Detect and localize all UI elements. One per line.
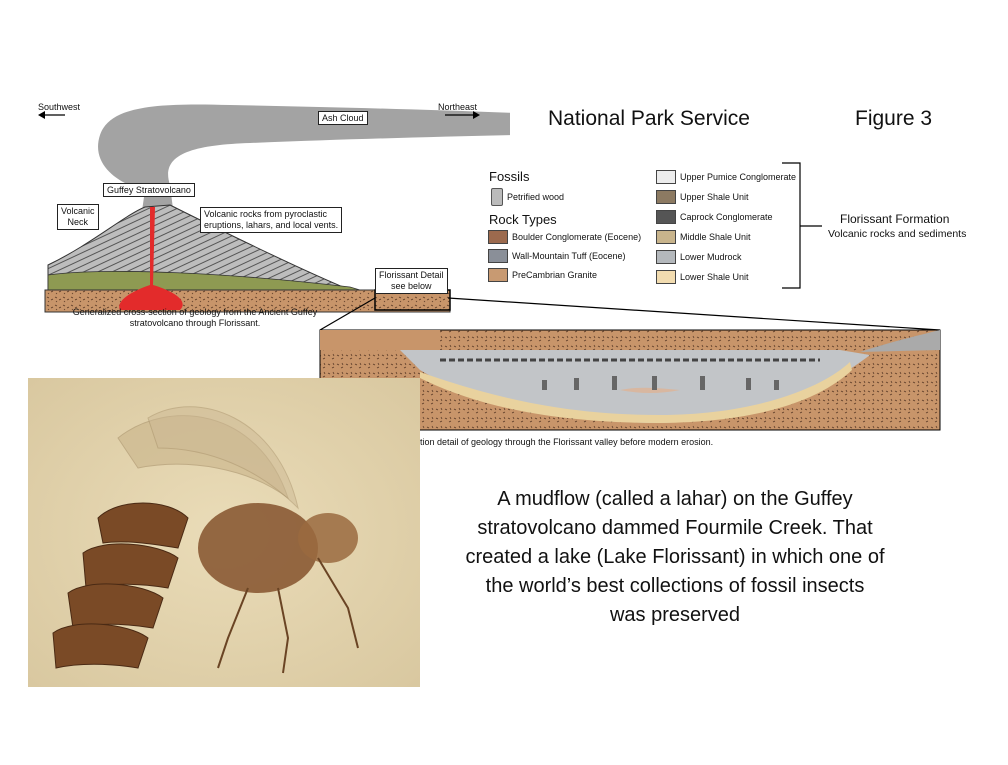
rock-type-item: Wall-Mountain Tuff (Eocene) — [488, 249, 641, 263]
northeast-label: Northeast — [438, 102, 478, 112]
formation-unit-item: Middle Shale Unit — [656, 230, 796, 244]
neck-label-line-2: Neck — [67, 217, 89, 227]
rock-type-swatch — [488, 230, 508, 244]
fossils-title: Fossils — [489, 169, 530, 184]
fossil-insect-image — [28, 378, 420, 687]
formation-title: Florissant Formation — [840, 212, 950, 226]
caption-line-5: was preserved — [609, 604, 741, 626]
formation-unit-label: Lower Shale Unit — [680, 272, 749, 282]
rock-types-list: Boulder Conglomerate (Eocene) Wall-Mount… — [488, 230, 641, 282]
formation-unit-item: Caprock Conglomerate — [656, 210, 796, 224]
formation-unit-item: Lower Shale Unit — [656, 270, 796, 284]
formation-unit-swatch — [656, 230, 676, 244]
formation-unit-swatch — [656, 190, 676, 204]
rock-type-swatch — [488, 249, 508, 263]
magma-conduit — [119, 207, 183, 310]
rock-type-item: PreCambrian Granite — [488, 268, 641, 282]
fossil-insect-photo — [28, 378, 420, 687]
ash-cloud-label: Ash Cloud — [318, 111, 368, 125]
formation-unit-label: Caprock Conglomerate — [680, 212, 773, 222]
cross-section-caption: Generalized cross-section of geology fro… — [45, 307, 345, 329]
sediment-layer — [47, 271, 371, 296]
volcanic-rocks-line-2: eruptions, lahars, and local vents. — [204, 220, 339, 230]
neck-label-line-1: Volcanic — [61, 206, 95, 216]
formation-unit-label: Upper Pumice Conglomerate — [680, 172, 797, 182]
volcano-body — [47, 204, 351, 291]
formation-unit-swatch — [656, 250, 676, 264]
formation-unit-label: Upper Shale Unit — [680, 192, 749, 202]
valley-detail-caption: tion detail of geology through the Flori… — [420, 437, 714, 447]
cross-section-caption-line-2: stratovolcano through Florissant. — [129, 318, 261, 328]
petrified-wood-item: Petrified wood — [491, 188, 564, 206]
florissant-detail-label: Florissant Detail see below — [375, 268, 448, 294]
rock-type-item: Boulder Conglomerate (Eocene) — [488, 230, 641, 244]
rock-types-title: Rock Types — [489, 212, 557, 227]
petrified-wood-label: Petrified wood — [507, 192, 565, 202]
formation-unit-swatch — [656, 270, 676, 284]
formation-unit-swatch — [656, 170, 676, 184]
detail-label-line-2: see below — [391, 281, 432, 291]
rock-type-swatch — [488, 268, 508, 282]
formation-units-list: Upper Pumice Conglomerate Upper Shale Un… — [656, 170, 796, 284]
formation-unit-label: Middle Shale Unit — [680, 232, 751, 242]
formation-unit-item: Lower Mudrock — [656, 250, 796, 264]
formation-unit-swatch — [656, 210, 676, 224]
figure-number: Figure 3 — [855, 107, 933, 130]
formation-unit-label: Lower Mudrock — [680, 252, 742, 262]
florissant-valley-detail — [319, 297, 941, 431]
volcanic-rocks-line-1: Volcanic rocks from pyroclastic — [204, 209, 328, 219]
caption-line-3: created a lake (Lake Florissant) in whic… — [465, 546, 885, 568]
southwest-label: Southwest — [38, 102, 81, 112]
volcanic-rocks-label: Volcanic rocks from pyroclastic eruption… — [200, 207, 343, 233]
rock-type-label: PreCambrian Granite — [512, 270, 598, 280]
rock-type-label: Wall-Mountain Tuff (Eocene) — [512, 251, 626, 261]
formation-unit-item: Upper Shale Unit — [656, 190, 796, 204]
volcanic-neck-label: Volcanic Neck — [57, 204, 99, 230]
caption-line-4: the world’s best collections of fossil i… — [485, 575, 865, 597]
formation-unit-item: Upper Pumice Conglomerate — [656, 170, 796, 184]
detail-label-line-1: Florissant Detail — [379, 270, 444, 280]
rock-type-label: Boulder Conglomerate (Eocene) — [512, 232, 642, 242]
volcano-cross-section — [38, 104, 510, 313]
cross-section-caption-line-1: Generalized cross-section of geology fro… — [72, 307, 318, 317]
ash-cloud — [98, 104, 510, 225]
formation-subtitle: Volcanic rocks and sediments — [828, 228, 967, 240]
petrified-wood-icon — [491, 188, 503, 206]
caption-line-2: stratovolcano dammed Fourmile Creek. Tha… — [477, 517, 873, 539]
volcano-label: Guffey Stratovolcano — [103, 183, 195, 197]
page-title: National Park Service — [548, 107, 750, 130]
main-caption: A mudflow (called a lahar) on the Guffey… — [440, 485, 910, 630]
formation-bracket — [782, 162, 822, 289]
caption-line-1: A mudflow (called a lahar) on the Guffey — [497, 488, 853, 510]
